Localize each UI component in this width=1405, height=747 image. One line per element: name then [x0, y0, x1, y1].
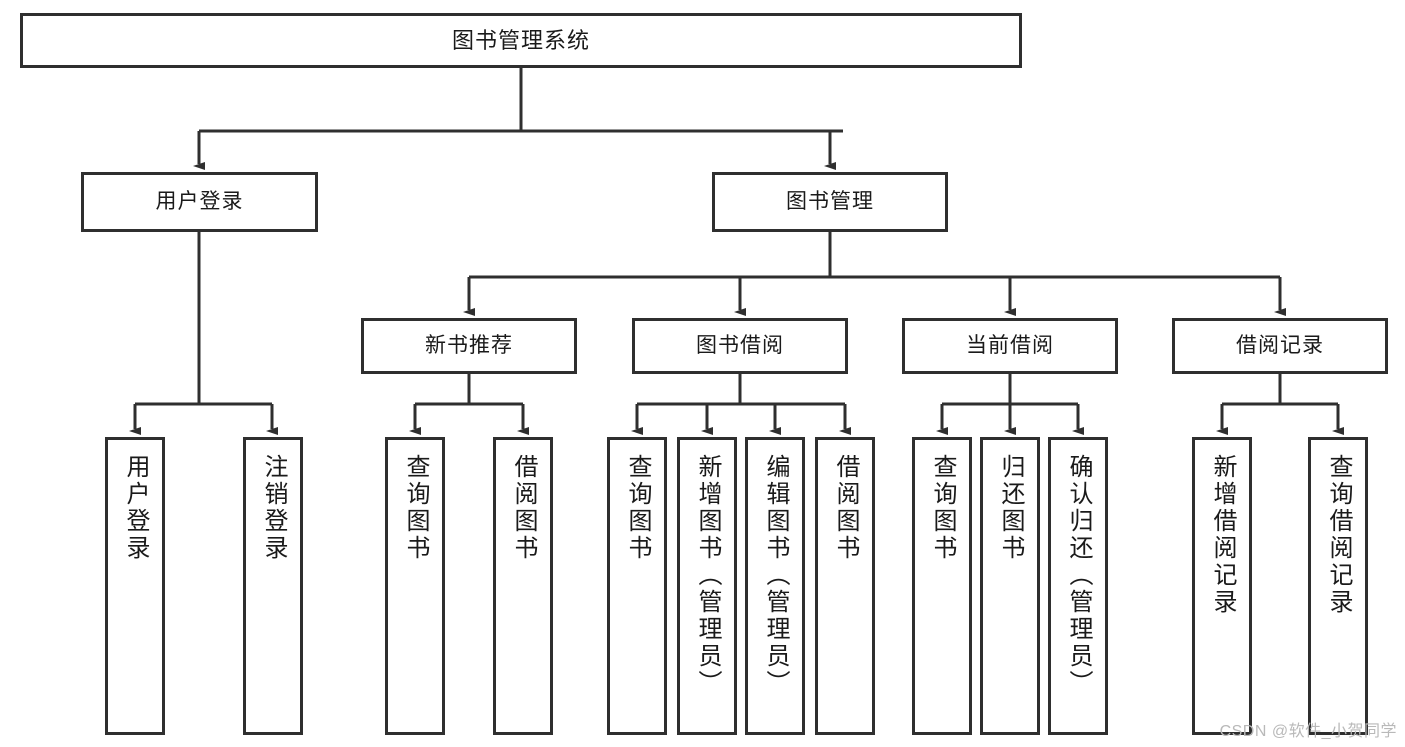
node-label: 归还图书 [997, 454, 1024, 562]
node-label: 图书管理系统 [451, 27, 590, 53]
node-label: 查询图书 [624, 454, 651, 562]
node-label: 新书推荐 [425, 333, 513, 357]
node-label: 查询借阅记录 [1325, 454, 1352, 616]
node-borrow-record[interactable]: 借阅记录 [1172, 318, 1388, 374]
node-label: 新增图书（管理员） [694, 454, 721, 697]
node-label: 图书借阅 [696, 333, 784, 357]
node-leaf-add-book-admin[interactable]: 新增图书（管理员） [677, 437, 737, 735]
node-leaf-user-login[interactable]: 用户登录 [105, 437, 165, 735]
watermark: CSDN @软件_小贺同学 [1219, 723, 1397, 740]
node-label: 查询图书 [929, 454, 956, 562]
node-leaf-return-book[interactable]: 归还图书 [980, 437, 1040, 735]
node-book-borrow[interactable]: 图书借阅 [632, 318, 848, 374]
node-label: 确认归还（管理员） [1065, 454, 1092, 697]
node-leaf-borrow-book[interactable]: 借阅图书 [815, 437, 875, 735]
node-label: 编辑图书（管理员） [762, 454, 789, 697]
node-label: 新增借阅记录 [1209, 454, 1236, 616]
node-label: 用户登录 [122, 454, 149, 562]
node-current-borrow[interactable]: 当前借阅 [902, 318, 1118, 374]
node-leaf-query-book-new[interactable]: 查询图书 [385, 437, 445, 735]
node-leaf-query-book-current[interactable]: 查询图书 [912, 437, 972, 735]
node-label: 图书管理 [786, 189, 874, 213]
node-new-book-recommend[interactable]: 新书推荐 [361, 318, 577, 374]
node-label: 用户登录 [155, 189, 244, 213]
node-leaf-borrow-book-new[interactable]: 借阅图书 [493, 437, 553, 735]
node-label: 借阅图书 [832, 454, 859, 562]
node-leaf-confirm-return-admin[interactable]: 确认归还（管理员） [1048, 437, 1108, 735]
node-leaf-add-borrow-record[interactable]: 新增借阅记录 [1192, 437, 1252, 735]
node-root-system[interactable]: 图书管理系统 [20, 13, 1022, 68]
node-leaf-edit-book-admin[interactable]: 编辑图书（管理员） [745, 437, 805, 735]
node-label: 借阅图书 [510, 454, 537, 562]
node-leaf-query-book-borrow[interactable]: 查询图书 [607, 437, 667, 735]
node-book-management[interactable]: 图书管理 [712, 172, 948, 232]
node-label: 当前借阅 [966, 333, 1054, 357]
node-label: 查询图书 [402, 454, 429, 562]
node-leaf-query-borrow-record[interactable]: 查询借阅记录 [1308, 437, 1368, 735]
node-leaf-logout[interactable]: 注销登录 [243, 437, 303, 735]
node-label: 注销登录 [260, 454, 287, 562]
node-label: 借阅记录 [1236, 333, 1324, 357]
node-user-login[interactable]: 用户登录 [81, 172, 318, 232]
